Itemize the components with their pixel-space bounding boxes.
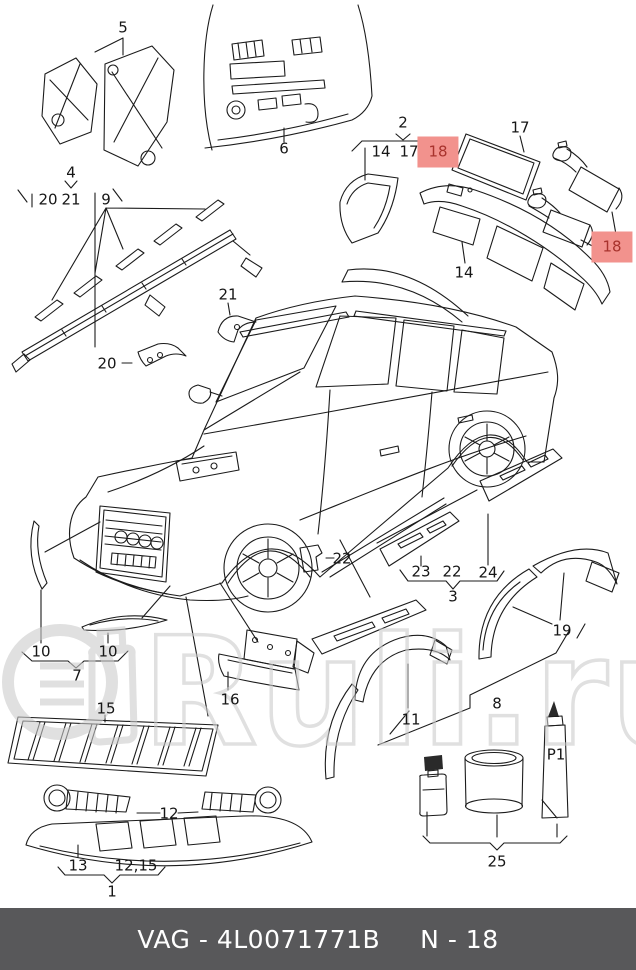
callout-label-12: 12 — [159, 804, 179, 823]
callout-label-7: 7 — [72, 666, 82, 685]
part-3-sill-strips — [312, 449, 562, 654]
part-16-mud-flap — [219, 583, 314, 690]
callout-label-22: 22 — [442, 562, 462, 581]
part-12-fog-bezels — [44, 785, 281, 813]
part-6-toolkit-tray — [204, 5, 372, 150]
callout-label-5: 5 — [118, 18, 128, 37]
vehicle-illustration — [70, 296, 558, 612]
part-2-rear-spoiler-group — [340, 134, 610, 322]
callout-label-2: 2 — [398, 113, 408, 132]
part-18-exhaust-tips — [528, 141, 622, 250]
callout-label-15: 15 — [96, 699, 116, 718]
part-5-jack-mechanisms — [42, 38, 174, 166]
callout-label-10: 10 — [31, 642, 51, 661]
part-1-front-spoiler — [26, 816, 312, 883]
callout-label-25: 25 — [487, 852, 507, 871]
callout-label-3: 3 — [448, 587, 458, 606]
callout-label-19: 19 — [552, 621, 572, 640]
callout-label-13: 13 — [68, 856, 88, 875]
callout-label-16: 16 — [220, 690, 240, 709]
callout-label-23: 23 — [411, 562, 431, 581]
callout-label-8: 8 — [492, 694, 502, 713]
callout-label-21: 21 — [218, 285, 238, 304]
footer-bar: VAG - 4L0071771B N - 18 — [0, 908, 636, 970]
callout-label-20: 20 — [97, 354, 117, 373]
callout-label-20: 20 — [38, 190, 58, 209]
catalog-code: VAG - 4L0071771B — [137, 924, 381, 954]
callout-label-17: 17 — [399, 142, 419, 161]
callout-label-12-15: 12,15 — [114, 856, 158, 875]
callout-label-18: 18 — [417, 136, 459, 168]
part-11-wheel-arch-trims — [325, 635, 452, 779]
exploded-diagram-art — [0, 0, 636, 908]
callout-label-21: 21 — [61, 190, 81, 209]
callout-label-22: 22 — [332, 549, 352, 568]
callout-label-14: 14 — [371, 142, 391, 161]
callout-label-6: 6 — [279, 139, 289, 158]
callout-label-10: 10 — [98, 642, 118, 661]
callout-label-11: 11 — [401, 710, 421, 729]
page-reference: N - 18 — [420, 924, 499, 954]
callout-label-4: 4 — [66, 163, 76, 182]
part-21-20-clamps — [122, 303, 256, 366]
part-4-roof-rail-assembly — [12, 181, 262, 372]
callout-label-1: 1 — [107, 882, 117, 901]
callout-label-9: 9 — [101, 190, 111, 209]
part-25-care-kit — [420, 701, 568, 850]
callout-label-14: 14 — [454, 263, 474, 282]
part-19-wheel-arch-trims — [378, 549, 619, 745]
callout-label-17: 17 — [510, 118, 530, 137]
callout-label-18: 18 — [591, 231, 633, 263]
part-22-clip — [300, 545, 334, 572]
callout-label-P1: P1 — [546, 745, 566, 764]
callout-label-24: 24 — [478, 563, 498, 582]
